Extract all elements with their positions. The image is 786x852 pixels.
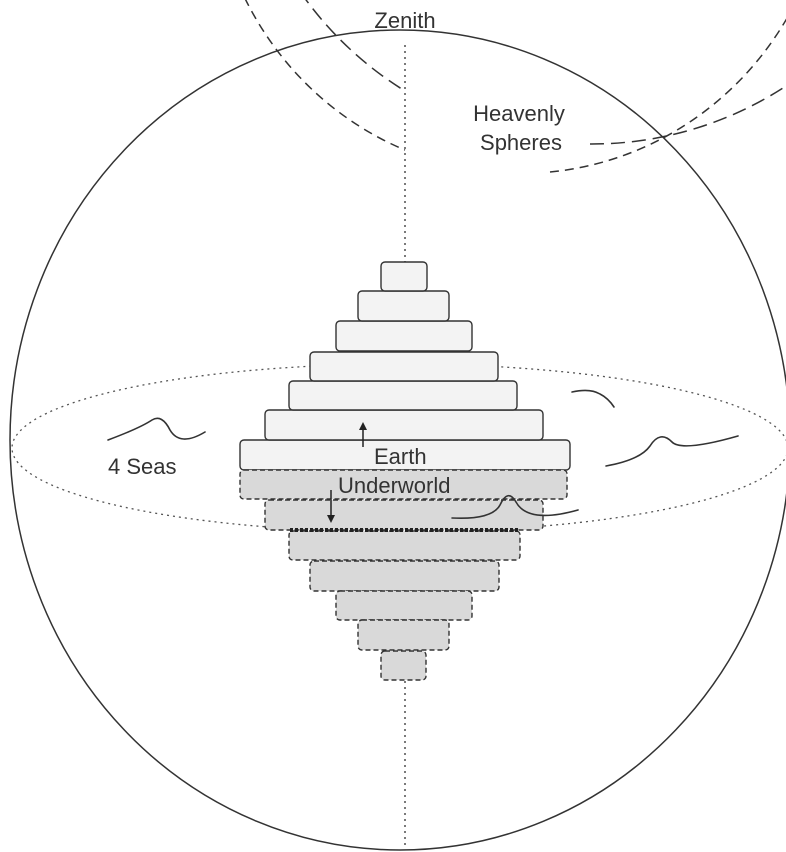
earth-tier [358,291,449,321]
sea-wave-icon [108,418,205,440]
heavenly-spheres-label-line1: Heavenly [473,101,565,126]
earth-label: Earth [374,444,427,469]
underworld-label: Underworld [338,473,451,498]
underworld-tiers [240,470,567,680]
underworld-tier [265,500,543,530]
earth-tiers [240,262,570,470]
underworld-tier [358,620,449,650]
heavenly-spheres-label-line2: Spheres [480,130,562,155]
earth-tier [336,321,472,351]
underworld-tier [381,651,426,680]
earth-tier [289,381,517,410]
earth-tier [381,262,427,291]
earth-tier [310,352,498,381]
underworld-tier [310,561,499,591]
zenith-label: Zenith [374,8,435,33]
seas-label: 4 Seas [108,454,177,479]
underworld-tier [336,591,472,620]
earth-tier [265,410,543,440]
sea-wave-icon [572,390,614,407]
sea-wave-icon [606,436,738,466]
underworld-tier [289,531,520,560]
